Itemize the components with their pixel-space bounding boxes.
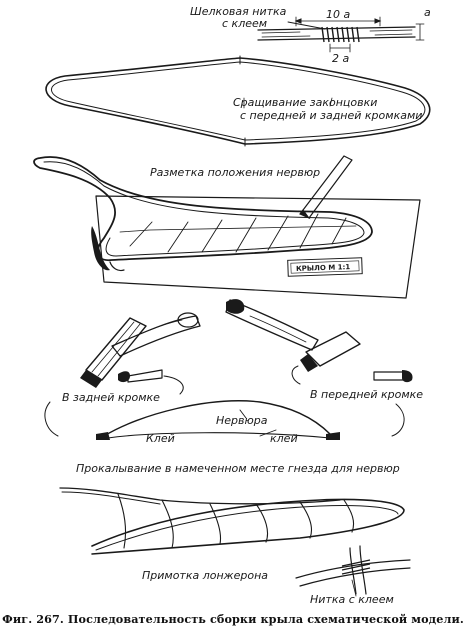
wing-plate-text: КРЫЛО М 1:1 bbox=[296, 263, 351, 273]
piercing-label: Прокалывание в намеченном месте гнезда д… bbox=[76, 462, 400, 475]
socket-insertion-details: В задней кромке В передней кромке bbox=[62, 299, 423, 404]
silk-thread-label: Шелковая нитка bbox=[190, 5, 287, 18]
glue-right-label: клей bbox=[270, 432, 298, 445]
glue-left-label: Клей bbox=[146, 432, 175, 445]
dim-10a-label: 10 a bbox=[326, 8, 350, 21]
wing-frame-drawing: Примотка лонжерона Нитка с клеем bbox=[59, 487, 411, 606]
rib-marking-drawing: КРЫЛО М 1:1 Разметка положения нервюр bbox=[33, 155, 421, 299]
figure-number: Фиг. 267. bbox=[2, 612, 64, 626]
splice-label-1: Сращивание законцовки bbox=[233, 96, 377, 109]
with-glue-label: с клеем bbox=[222, 17, 267, 30]
rib-marking-label: Разметка положения нервюр bbox=[150, 166, 320, 179]
trailing-edge-label: В задней кромке bbox=[62, 391, 160, 404]
thread-binding-detail: Шелковая нитка с клеем 10 a 2 a a bbox=[190, 5, 431, 65]
splice-label-2: с передней и задней кромками bbox=[240, 109, 422, 122]
wing-outline: Сращивание законцовки с передней и задне… bbox=[45, 55, 431, 147]
figure-caption: Фиг. 267. Последовательность сборки крыл… bbox=[0, 612, 466, 626]
rib-glue-drawing: Нервюра Клей клей bbox=[44, 400, 405, 445]
thread-glue-label: Нитка с клеем bbox=[310, 593, 394, 606]
dim-a-label: a bbox=[424, 6, 431, 19]
dim-2a-label: 2 a bbox=[332, 52, 349, 65]
rib-label: Нервюра bbox=[216, 414, 268, 427]
spar-wrap-label: Примотка лонжерона bbox=[142, 569, 268, 582]
leading-edge-label: В передней кромке bbox=[310, 388, 423, 401]
figure-caption-text: Последовательность сборки крыла схематич… bbox=[67, 612, 464, 626]
